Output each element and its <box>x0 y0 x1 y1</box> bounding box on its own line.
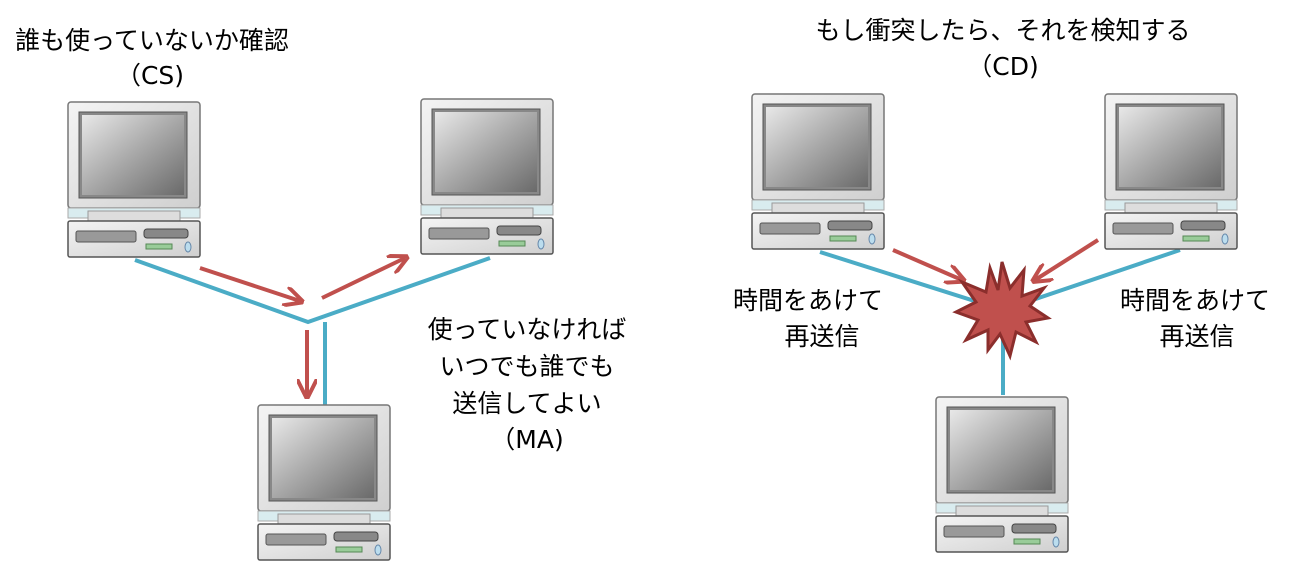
computer-icon <box>1104 93 1238 250</box>
retry-note-left-line-1: 時間をあけて <box>732 286 884 315</box>
cs-abbr: （CS) <box>115 61 185 90</box>
collision-burst-icon <box>954 260 1050 358</box>
computer-icon <box>257 404 391 561</box>
left-arrows <box>199 258 405 395</box>
left-cables <box>134 256 491 405</box>
ma-abbr: （MA) <box>490 425 564 454</box>
computer-icon <box>935 396 1069 553</box>
ma-note-line-3: 送信してよい <box>452 389 602 418</box>
retry-note-right-line-2: 再送信 <box>1159 322 1235 351</box>
computer-icon <box>67 101 201 258</box>
retry-note-right-line-1: 時間をあけて <box>1119 286 1271 315</box>
retry-note-left-line-2: 再送信 <box>784 322 860 351</box>
right-arrows <box>892 238 1100 280</box>
computer-icon <box>751 93 885 250</box>
ma-note-line-2: いつでも誰でも <box>439 352 615 381</box>
ma-note-line-1: 使っていなければ <box>427 315 627 344</box>
computer-icon <box>420 98 554 255</box>
cd-abbr: （CD) <box>967 52 1039 81</box>
cd-title: もし衝突したら、それを検知する <box>815 16 1191 45</box>
cs-title: 誰も使っていないか確認 <box>15 26 289 55</box>
